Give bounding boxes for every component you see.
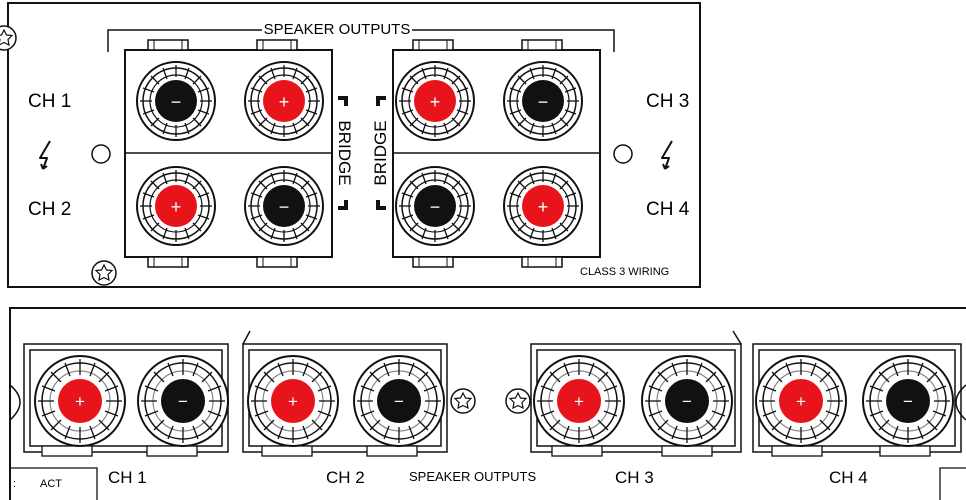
bottom-ch3-label: CH 3 <box>615 468 654 487</box>
lightning-bolt-icon <box>39 140 51 170</box>
bottom-panel-frame <box>9 307 966 500</box>
top-post-ch3-positive: + <box>395 61 475 141</box>
svg-text:−: − <box>682 392 692 411</box>
top-post-ch1-positive: + <box>244 61 324 141</box>
svg-text:+: + <box>574 392 584 411</box>
bottom-post-ch3-negative: − <box>641 355 733 447</box>
bottom-post-ch1-negative: − <box>137 355 229 447</box>
bottom-ch2-label: CH 2 <box>326 468 365 487</box>
bottom-post-ch4-negative: − <box>862 355 954 447</box>
bottom-post-ch2-negative: − <box>353 355 445 447</box>
svg-text:−: − <box>171 92 182 112</box>
speaker-outputs-bracket <box>107 29 615 52</box>
svg-text::: : <box>13 478 16 490</box>
svg-text:+: + <box>538 197 549 217</box>
act-box: : ACT <box>10 467 98 500</box>
top-ch3-label: CH 3 <box>646 91 689 112</box>
bottom-post-ch3-positive: + <box>533 355 625 447</box>
svg-text:−: − <box>538 92 549 112</box>
top-post-ch3-negative: − <box>503 61 583 141</box>
svg-text:−: − <box>394 392 404 411</box>
svg-text:−: − <box>430 197 441 217</box>
screw-icon <box>0 25 17 51</box>
top-ch2-label: CH 2 <box>28 199 71 220</box>
bottom-speaker-outputs-label: SPEAKER OUTPUTS <box>409 469 536 484</box>
screw-icon <box>450 388 476 414</box>
right-edge-nub <box>955 384 966 421</box>
top-speaker-outputs-label: SPEAKER OUTPUTS <box>264 21 411 38</box>
svg-text:+: + <box>279 92 290 112</box>
class-wiring-label: CLASS 3 WIRING <box>580 266 669 278</box>
bottom-post-ch1-positive: + <box>34 355 126 447</box>
screw-icon <box>505 388 531 414</box>
svg-text:ACT: ACT <box>40 478 62 490</box>
svg-text:−: − <box>903 392 913 411</box>
svg-text:+: + <box>430 92 441 112</box>
svg-text:−: − <box>279 197 290 217</box>
bridge-label-left: BRIDGE <box>335 120 354 185</box>
top-post-ch2-positive: + <box>136 166 216 246</box>
top-post-ch4-negative: − <box>395 166 475 246</box>
right-corner-box <box>939 467 966 500</box>
bridge-bracket-left <box>338 96 348 210</box>
bottom-post-ch4-positive: + <box>755 355 847 447</box>
svg-text:+: + <box>796 392 806 411</box>
bridge-label-right: BRIDGE <box>371 120 390 185</box>
bridge-bracket-right <box>376 96 386 210</box>
svg-text:+: + <box>288 392 298 411</box>
top-ch1-label: CH 1 <box>28 91 71 112</box>
left-edge-nub <box>9 384 21 421</box>
screw-icon <box>91 260 117 286</box>
led-indicator <box>91 144 111 164</box>
top-post-ch2-negative: − <box>244 166 324 246</box>
bottom-ch1-label: CH 1 <box>108 468 147 487</box>
svg-text:+: + <box>171 197 182 217</box>
bottom-post-ch2-positive: + <box>247 355 339 447</box>
lightning-bolt-icon <box>661 140 673 170</box>
bottom-ch4-label: CH 4 <box>829 468 868 487</box>
top-post-ch1-negative: − <box>136 61 216 141</box>
left-terminal-block <box>124 39 333 268</box>
svg-text:−: − <box>178 392 188 411</box>
top-ch4-label: CH 4 <box>646 199 690 220</box>
housing-top-edges <box>242 330 742 345</box>
top-post-ch4-positive: + <box>503 166 583 246</box>
svg-text:+: + <box>75 392 85 411</box>
led-indicator <box>613 144 633 164</box>
bottom-housing-tabs <box>41 445 931 457</box>
top-panel-frame <box>7 2 701 288</box>
